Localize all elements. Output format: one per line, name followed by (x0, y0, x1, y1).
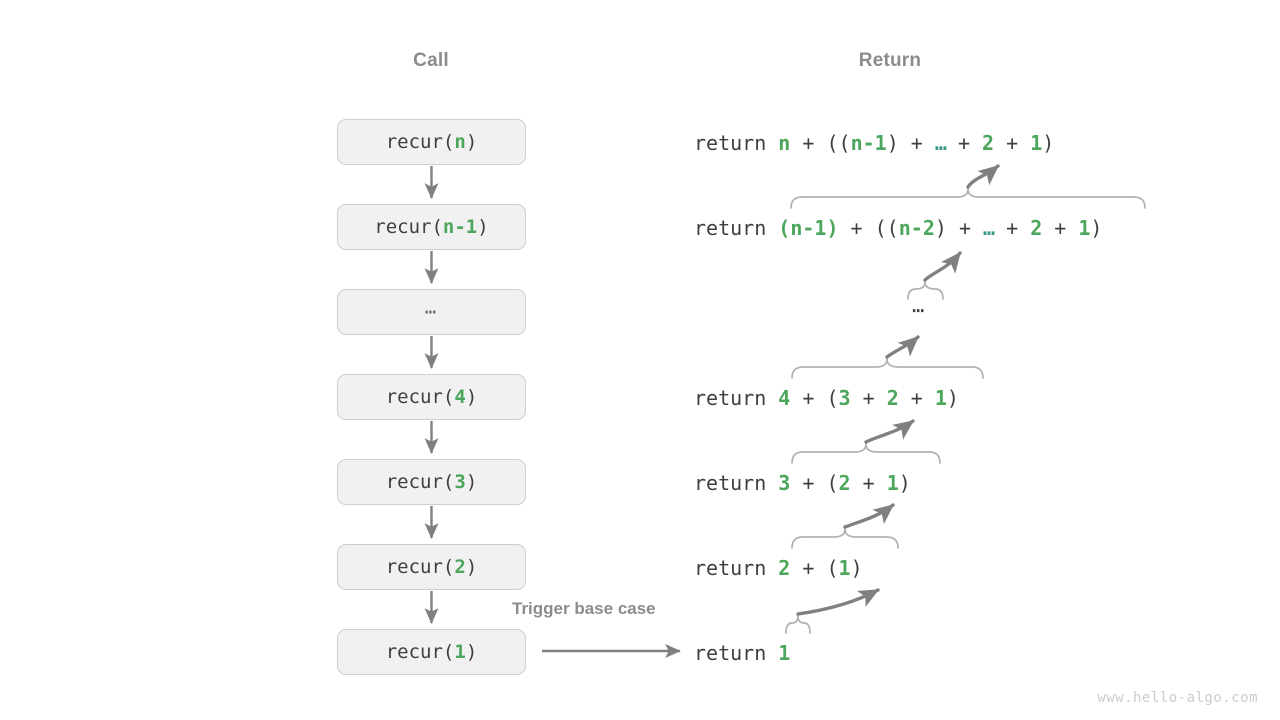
brace-row-2 (791, 528, 899, 549)
brace-row-1 (785, 615, 811, 634)
return-arrow-ellipsis (923, 251, 962, 282)
call-box-text: ⋯ (424, 301, 439, 323)
call-box-text: recur(3) (385, 471, 478, 493)
return-line-n: return n + ((n-1) + … + 2 + 1) (694, 131, 1055, 155)
call-box-text: recur(1) (385, 641, 478, 663)
call-box-text: recur(n-1) (374, 216, 489, 238)
trigger-base-case-label: Trigger base case (512, 599, 656, 618)
return-line-2: return 2 + (1) (694, 556, 863, 580)
column-header-return: Return (858, 50, 922, 71)
call-box-recur-4: recur(4) (337, 374, 526, 420)
return-arrow-3 (864, 419, 915, 444)
call-box-recur-n-1: recur(n-1) (337, 204, 526, 250)
return-line-1: return 1 (694, 641, 791, 665)
return-line-3: return 3 + (2 + 1) (694, 471, 911, 495)
return-line-n-1: return (n-1) + ((n-2) + … + 2 + 1) (694, 216, 1103, 240)
brace-row-ellipsis (907, 281, 944, 300)
return-arrow-4 (885, 335, 920, 359)
brace-row-4 (791, 358, 984, 379)
call-box-recur-n: recur(n) (337, 119, 526, 165)
call-box-recur-1: recur(1) (337, 629, 526, 675)
return-arrow-2 (843, 503, 895, 529)
call-box-text: recur(2) (385, 556, 478, 578)
watermark: www.hello-algo.com (1097, 690, 1258, 706)
call-box-text: recur(4) (385, 386, 478, 408)
brace-row-n-1 (790, 188, 1146, 209)
call-box-recur-3: recur(3) (337, 459, 526, 505)
return-line-4: return 4 + (3 + 2 + 1) (694, 386, 959, 410)
call-box-text: recur(n) (385, 131, 478, 153)
return-arrow-n-1 (966, 164, 1000, 189)
return-line-ellipsis: ⋯ (912, 298, 927, 322)
column-header-call: Call (413, 50, 449, 71)
call-box-ellipsis: ⋯ (337, 289, 526, 335)
call-box-recur-2: recur(2) (337, 544, 526, 590)
brace-row-3 (791, 443, 941, 464)
return-arrow-1 (796, 588, 880, 616)
